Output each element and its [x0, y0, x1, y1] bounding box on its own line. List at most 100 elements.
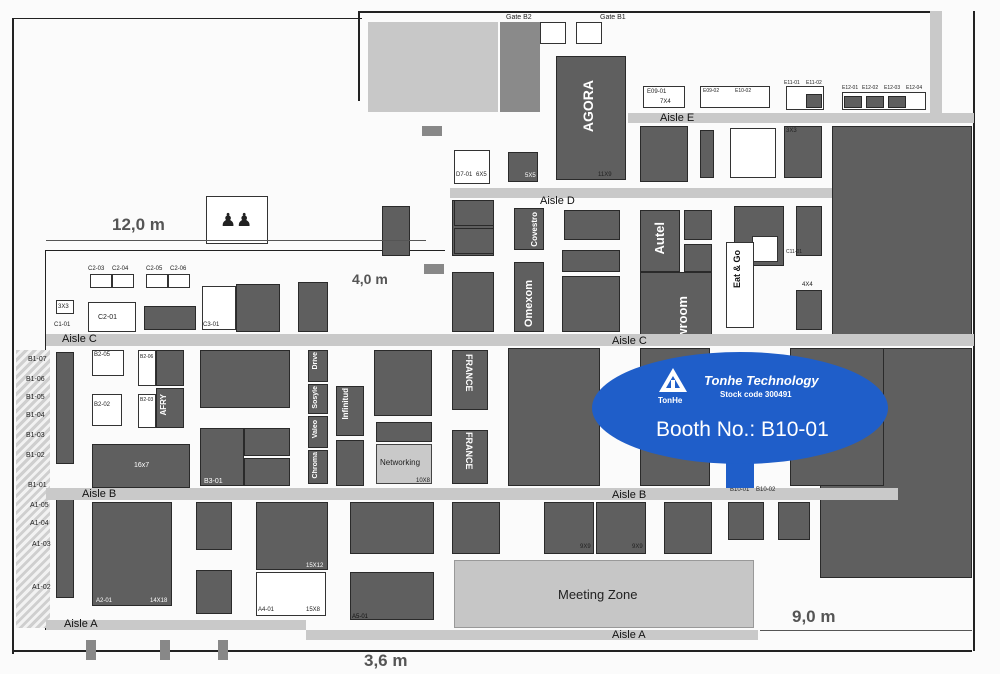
entry-arrow-icon — [424, 264, 444, 274]
booth[interactable] — [452, 502, 500, 554]
booth[interactable] — [684, 244, 712, 272]
booth[interactable] — [778, 502, 810, 540]
booth-label: B2-02 — [94, 402, 111, 408]
booth-label: E09-02 — [703, 88, 720, 94]
booth-c3-01[interactable] — [202, 286, 236, 330]
booth-b2-05[interactable] — [92, 350, 124, 376]
booth-label: E10-02 — [735, 88, 752, 94]
booth[interactable] — [844, 96, 862, 108]
booth-c2-03[interactable] — [90, 274, 112, 288]
booth-a1-column[interactable] — [56, 498, 74, 598]
booth-b1-column[interactable] — [56, 352, 74, 464]
booth[interactable] — [454, 228, 494, 254]
booth[interactable] — [664, 502, 712, 554]
booth-a2-01[interactable] — [92, 502, 172, 606]
booth[interactable] — [374, 350, 432, 416]
booth-large-right[interactable] — [832, 126, 972, 342]
gate-label: Gate B1 — [600, 14, 626, 21]
booth[interactable] — [454, 200, 494, 226]
agora-area — [556, 56, 626, 180]
booth[interactable] — [200, 350, 290, 408]
booth-e09-01[interactable] — [643, 86, 685, 108]
booth-autel[interactable] — [640, 210, 680, 272]
booth-e09-02[interactable] — [700, 86, 770, 108]
booth[interactable] — [596, 502, 646, 554]
booth-covestro[interactable] — [514, 208, 544, 250]
booth-16x7[interactable] — [92, 444, 190, 488]
booth-label: A1-03 — [32, 541, 51, 548]
booth[interactable] — [452, 272, 494, 332]
booth-label: C11-01 — [786, 249, 803, 255]
wall — [358, 11, 938, 13]
meeting-zone-label: Meeting Zone — [558, 587, 638, 602]
booth-b2-06[interactable] — [138, 350, 156, 386]
booth-france-2[interactable] — [452, 430, 488, 484]
booth-c2-06[interactable] — [168, 274, 190, 288]
booth[interactable] — [156, 350, 184, 386]
booth-a5-01[interactable] — [350, 572, 434, 620]
networking-area[interactable] — [376, 444, 432, 484]
restroom — [206, 196, 268, 244]
booth[interactable] — [562, 276, 620, 332]
booth-b2-02[interactable] — [92, 394, 122, 426]
booth-b2-03[interactable] — [138, 394, 156, 428]
booth-france-1[interactable] — [452, 350, 488, 410]
showroom-area[interactable] — [640, 272, 712, 338]
booth-c2-04[interactable] — [112, 274, 134, 288]
booth-b3-01[interactable] — [200, 428, 244, 486]
booth[interactable] — [350, 502, 434, 554]
booth-d[interactable] — [700, 130, 714, 178]
booth-c1[interactable] — [56, 300, 74, 314]
booth-a4-01[interactable] — [256, 572, 326, 616]
booth[interactable] — [244, 428, 290, 456]
booth-c2-05[interactable] — [146, 274, 168, 288]
booth[interactable] — [376, 422, 432, 442]
booth-d11[interactable] — [784, 126, 822, 178]
size-label: 7X4 — [660, 99, 671, 105]
booth-label: C2-03 — [88, 266, 105, 272]
booth[interactable] — [728, 502, 764, 540]
size-label: 14X18 — [150, 598, 168, 604]
booth[interactable] — [336, 440, 364, 486]
booth[interactable] — [236, 284, 280, 332]
booth-d7-01[interactable] — [454, 150, 490, 184]
booth[interactable] — [562, 250, 620, 272]
booth[interactable] — [508, 348, 600, 486]
booth-c2-01[interactable] — [88, 302, 136, 332]
booth-infinitud[interactable] — [336, 386, 364, 436]
eat-go-booth[interactable] — [726, 242, 754, 328]
booth-callout[interactable] — [592, 352, 888, 464]
booth-sosyle[interactable] — [308, 384, 328, 414]
meeting-zone[interactable] — [454, 560, 754, 628]
booth-label: E12-01 — [842, 85, 859, 91]
booth-valeo[interactable] — [308, 416, 328, 448]
booth[interactable] — [508, 152, 538, 182]
elevator-block — [382, 206, 410, 256]
brand-label: Chroma — [312, 452, 319, 479]
booth-d10[interactable] — [730, 128, 776, 178]
size-label: 6X5 — [476, 172, 487, 178]
booth[interactable] — [298, 282, 328, 332]
booth[interactable] — [866, 96, 884, 108]
booth[interactable] — [684, 210, 712, 240]
booth-c11[interactable] — [796, 206, 822, 256]
size-label: 16x7 — [134, 462, 150, 469]
booth-d[interactable] — [640, 126, 688, 182]
booth[interactable] — [888, 96, 906, 108]
booth[interactable] — [796, 290, 822, 330]
booth[interactable] — [144, 306, 196, 330]
booth[interactable] — [196, 502, 232, 550]
booth[interactable] — [564, 210, 620, 240]
booth-drive[interactable] — [308, 350, 328, 382]
booth-omexom[interactable] — [514, 262, 544, 332]
booth[interactable] — [256, 502, 328, 570]
booth[interactable] — [244, 458, 290, 486]
restroom-icon: ♟♟ — [220, 210, 253, 230]
booth-chroma[interactable] — [308, 450, 328, 484]
booth-afry[interactable] — [156, 388, 184, 428]
booth-e11-02[interactable] — [806, 94, 822, 108]
booth[interactable] — [544, 502, 594, 554]
booth[interactable] — [196, 570, 232, 614]
booth-label: B10-02 — [756, 487, 776, 493]
booth-label: B10-01 — [730, 487, 750, 493]
